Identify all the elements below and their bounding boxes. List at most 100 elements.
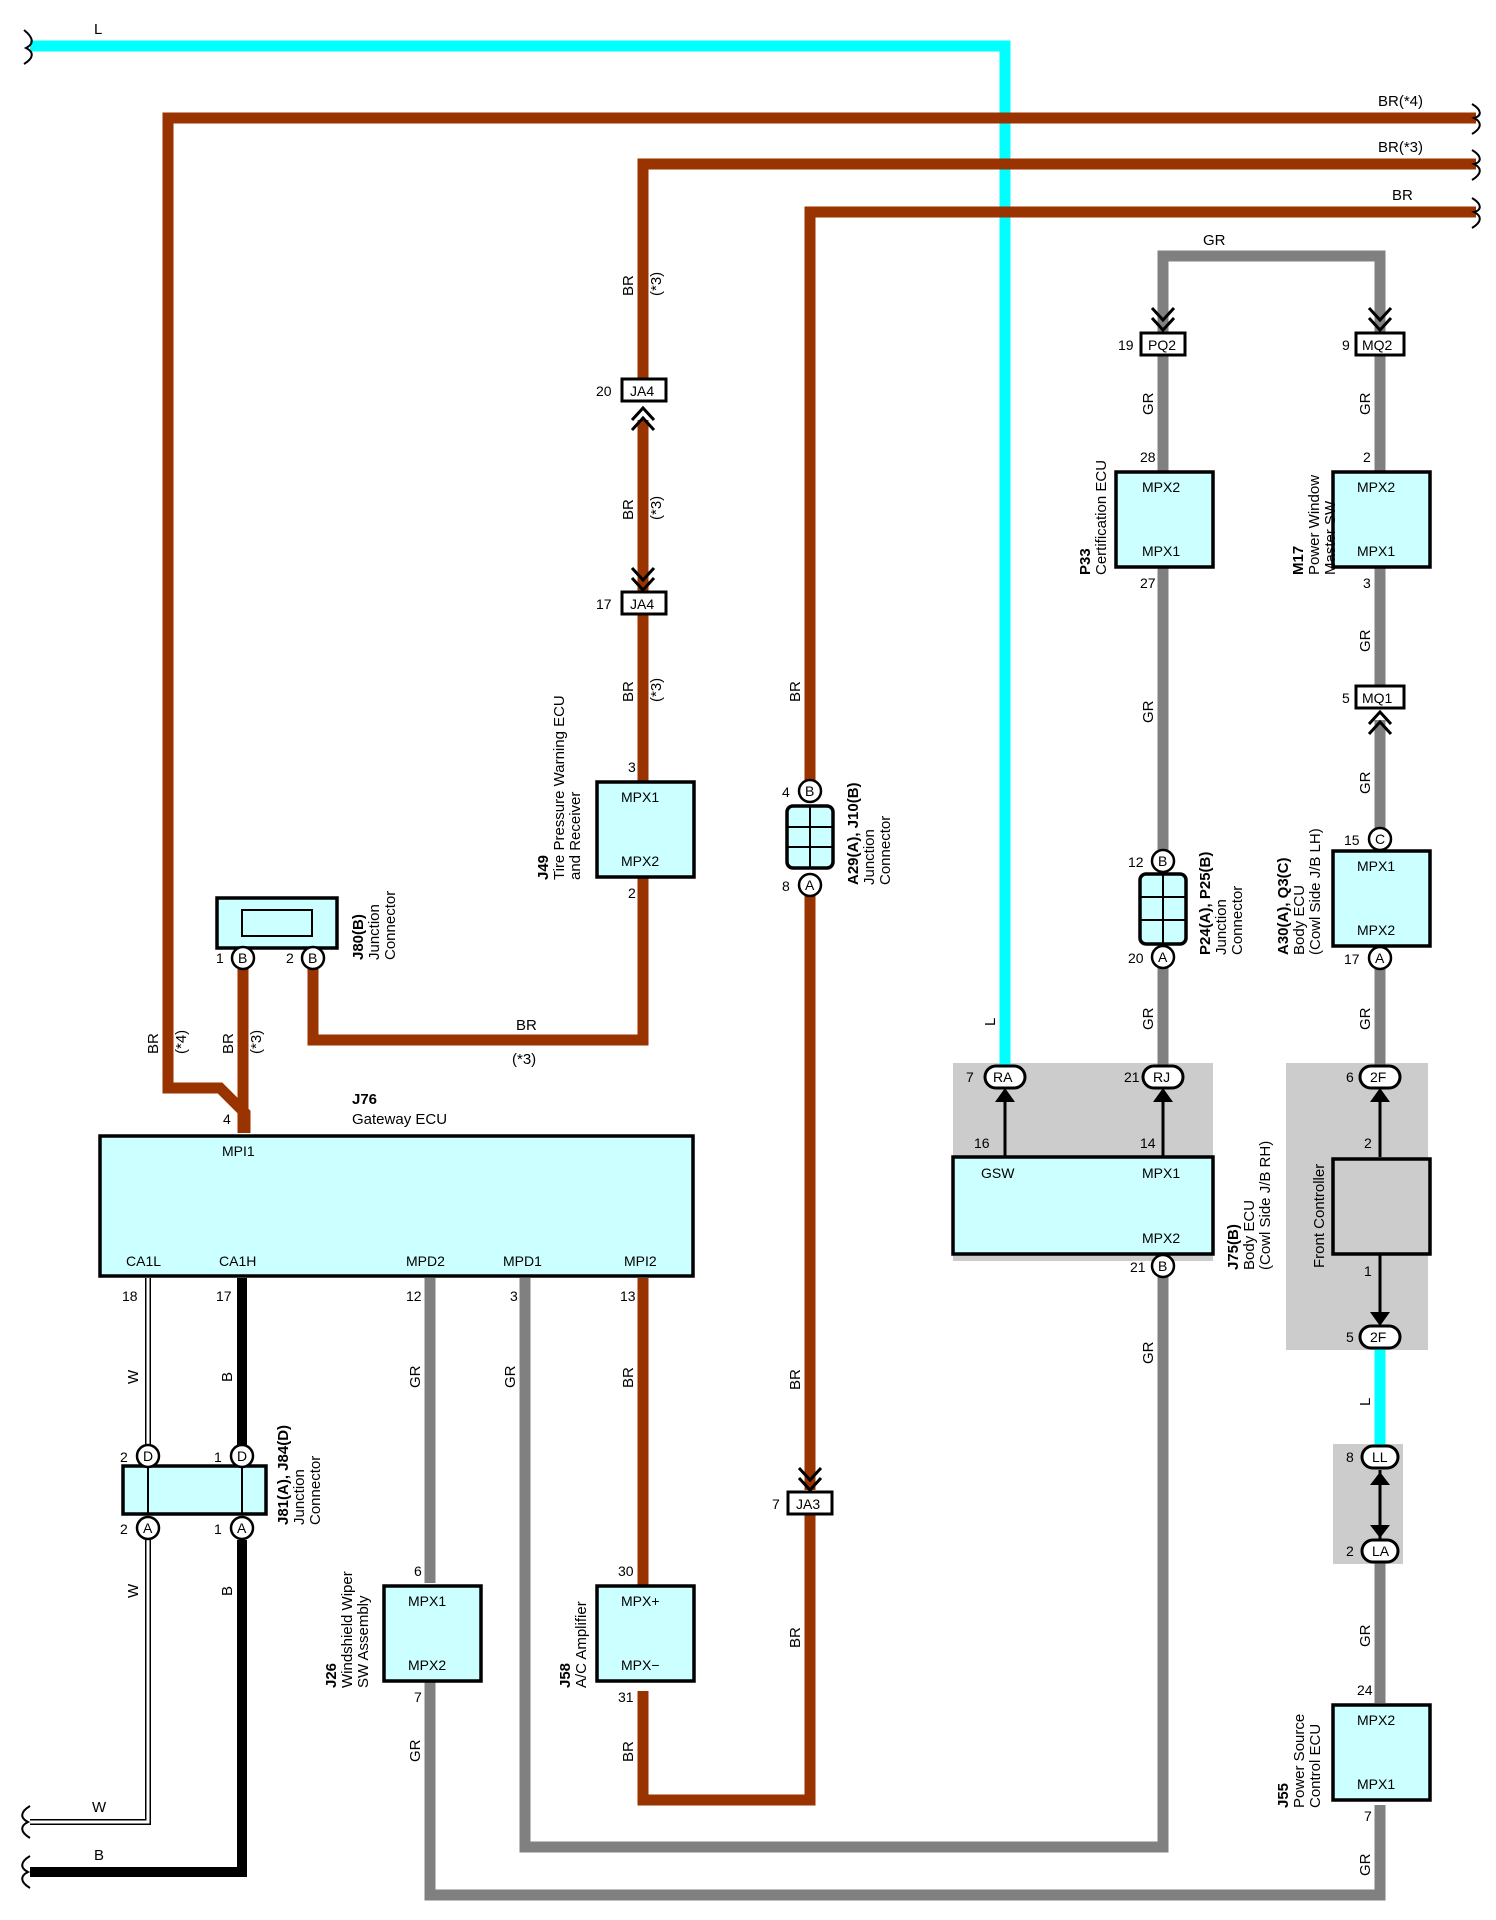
label-w-a: W [125,1369,142,1384]
p33-term-1: MPX2 [1142,479,1180,495]
2f-top-pill [1358,1064,1402,1090]
j26-box [382,1584,483,1683]
p24-p-bot: 20 [1128,950,1144,966]
j81-c-bl: A [143,1520,153,1536]
j58-pin-2: 31 [618,1689,634,1705]
ja4-bot-pin: 17 [596,596,612,612]
front-controller-box [1331,1157,1432,1256]
gateway-term-ca1l: CA1L [126,1253,161,1269]
label-gr-p33-bot: GR [1140,700,1157,723]
gateway-term-mpd2: MPD2 [406,1253,445,1269]
j55-pin-1: 24 [1357,1682,1373,1698]
wire-w-bottom [30,1540,151,1825]
m17-label: M17 Power Window Master SW [1290,475,1339,575]
pq2-tag [1139,331,1187,357]
j75-term-2: MPX2 [1142,1230,1180,1246]
break-br [1471,197,1481,229]
break-w [21,1805,31,1839]
label-br3-top: BR(*3) [1378,139,1423,156]
p24-p-top: 12 [1128,854,1144,870]
j80-code: J80(B) [350,914,367,960]
a29-code: A29(A), J10(B) [845,782,862,885]
label-br-ja3: BR [787,1627,804,1648]
mq2-chevron [1367,306,1393,333]
wire-gr-j26-j55 [424,1681,1386,1901]
p33-label: P33 Certification ECU [1077,460,1110,575]
break-br4 [1471,103,1481,135]
p24-ctop-circle [1150,848,1176,874]
label-gr-m17-top: GR [1357,392,1374,415]
mq1-tag [1354,684,1406,710]
label-gr-mpd1: GR [502,1365,519,1388]
j26-term-2: MPX2 [408,1657,446,1673]
p33-pin-1: 28 [1140,449,1156,465]
ja4-bot-tag [620,590,668,616]
gateway-term-mpd1: MPD1 [503,1253,542,1269]
j75-pin-1: 14 [1140,1135,1156,1151]
label-group-tpw-a: BR (*3) [620,272,665,296]
tpw-name-2: and Receiver [567,792,584,880]
j55-code: J55 [1275,1783,1292,1808]
m17-name-2: Master SW [1322,500,1339,575]
arrow-2f-top [1370,1088,1390,1102]
label-gr-j55-top: GR [1357,1624,1374,1647]
j26-code: J26 [323,1663,340,1688]
j75-c2-circle [1150,1253,1176,1279]
label-br-left3: BR [220,1033,237,1054]
p33-pin-2: 27 [1140,575,1156,591]
label-gr-m17-mid: GR [1357,629,1374,652]
label-b-bottom: B [94,1847,104,1864]
arrow-ll [1370,1472,1390,1485]
pq2-name: PQ2 [1148,337,1176,353]
label-group-left3: BR (*3) [220,1030,265,1054]
j75-c2: B [1158,1258,1167,1274]
tpw-term-2: MPX2 [621,853,659,869]
label-br-tpw-c-note: (*3) [648,678,665,702]
mq1-name: MQ1 [1362,690,1393,706]
a30-term-1: MPX1 [1357,858,1395,874]
label-br-tpw-a: BR [620,275,637,296]
label-gr-p33-top: GR [1140,392,1157,415]
j58-box [595,1584,696,1683]
ja4-top-pin: 20 [596,383,612,399]
j81-label: J81(A), J84(D) Junction Connector [275,1425,324,1525]
wire-b-bottom [30,1540,247,1877]
gateway-ecu-code: J76 [352,1091,377,1108]
ja4-top-chevron [630,405,656,432]
j26-term-1: MPX1 [408,1593,446,1609]
arrow-rj [1153,1088,1173,1102]
rj-pin: 21 [1124,1069,1140,1085]
ja4-bot-name: JA4 [630,596,654,612]
break-b [21,1855,31,1889]
ra-pin: 7 [966,1069,974,1085]
j26-pin-1: 6 [414,1563,422,1579]
tpw-pin-1: 3 [628,759,636,775]
label-br-j80: BR [516,1017,537,1034]
j81-name-2: Connector [307,1456,324,1525]
j81-cbr-circle [229,1515,255,1541]
a30-name-2: (Cowl Side J/B LH) [1307,828,1324,955]
arrow-la [1370,1525,1390,1538]
j80-name-1: Junction [366,904,383,960]
m17-term-2: MPX1 [1357,543,1395,559]
la-name: LA [1372,1543,1390,1559]
label-br-a29-top: BR [787,681,804,702]
pq2-chevron [1150,306,1176,333]
j80-c1: B [238,950,247,966]
wire-l-top [30,40,1011,1078]
label-gr-top: GR [1203,232,1226,249]
j75-pin-gsw: 16 [974,1135,990,1151]
j58-name: A/C Amplifier [573,1601,590,1688]
ja3-name: JA3 [796,1496,820,1512]
label-br-j80-note: (*3) [512,1051,536,1068]
a29-c-bot: A [805,877,815,893]
ja3-chevron [797,1466,823,1493]
j80-p1: 1 [216,950,224,966]
j26-name-1: Windshield Wiper [339,1571,356,1688]
rj-pill [1141,1064,1185,1090]
ra-name: RA [993,1069,1013,1085]
label-group-left4: BR (*4) [145,1030,190,1054]
a30-label: A30(A), Q3(C) Body ECU (Cowl Side J/B LH… [1275,828,1324,955]
j75-term-gsw: GSW [981,1165,1015,1181]
ja3-pin: 7 [772,1496,780,1512]
